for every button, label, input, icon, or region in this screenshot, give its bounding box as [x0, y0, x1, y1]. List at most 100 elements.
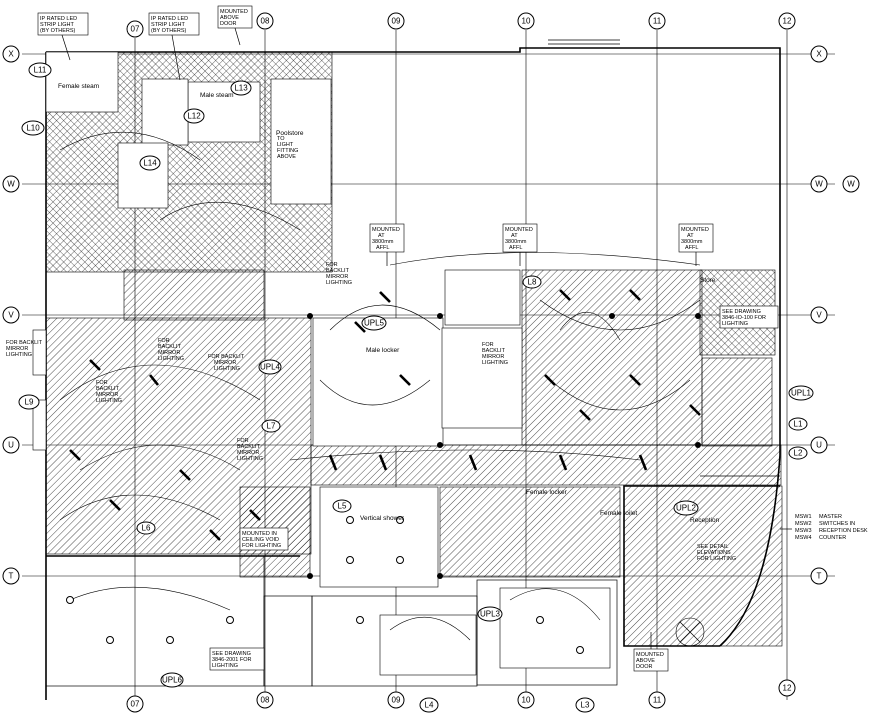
- tag-upl1: UPL1: [788, 385, 814, 401]
- grid-bubble-row-t-right: T: [810, 567, 828, 585]
- svg-text:FOR BACKLIT: FOR BACKLIT: [208, 354, 245, 360]
- tag-upl6: UPL6: [160, 672, 184, 688]
- svg-text:08: 08: [261, 17, 270, 26]
- svg-text:L10: L10: [26, 124, 40, 133]
- svg-text:(BY OTHERS): (BY OTHERS): [40, 28, 76, 34]
- tag-l13: L13: [230, 80, 252, 96]
- svg-text:ABOVE: ABOVE: [277, 154, 296, 160]
- svg-text:SEE DETAIL: SEE DETAIL: [697, 544, 728, 550]
- tag-l14: L14: [139, 155, 161, 171]
- svg-text:MOUNTED: MOUNTED: [636, 652, 664, 658]
- svg-text:10: 10: [522, 17, 531, 26]
- room-label-toilet: Female toilet: [600, 510, 637, 517]
- grid-bubble-col-10-bottom: 10: [517, 691, 535, 709]
- svg-text:BACKLIT: BACKLIT: [158, 344, 182, 350]
- svg-text:11: 11: [653, 696, 662, 705]
- grid-bubble-row-w-far-right: W: [842, 175, 860, 193]
- grid-bubble-col-07-top: 07: [126, 20, 144, 38]
- grid-bubble-col-10-top: 10: [517, 12, 535, 30]
- svg-text:MSW3: MSW3: [795, 528, 812, 534]
- svg-text:COUNTER: COUNTER: [819, 535, 846, 541]
- svg-text:AT: AT: [378, 233, 385, 239]
- svg-text:SEE DRAWING: SEE DRAWING: [212, 651, 251, 657]
- linear-light-fittings: [69, 289, 701, 541]
- grid-bubble-col-09-top: 09: [387, 12, 405, 30]
- svg-text:UPL4: UPL4: [260, 363, 281, 372]
- tag-l7: L7: [261, 419, 281, 433]
- entrance-door: [675, 617, 705, 647]
- svg-text:L14: L14: [143, 159, 157, 168]
- svg-text:MIRROR: MIRROR: [237, 450, 259, 456]
- grid-bubble-row-x-left: X: [2, 45, 20, 63]
- svg-text:ABOVE: ABOVE: [220, 15, 239, 21]
- svg-text:08: 08: [261, 696, 270, 705]
- note-backlit-mirror-1: FOR BACKLIT MIRROR LIGHTING: [6, 340, 43, 358]
- svg-text:DOOR: DOOR: [636, 664, 653, 670]
- svg-text:LIGHTING: LIGHTING: [482, 360, 508, 366]
- svg-text:BACKLIT: BACKLIT: [237, 444, 261, 450]
- svg-text:AFFL: AFFL: [509, 245, 522, 251]
- svg-text:AT: AT: [511, 233, 518, 239]
- note-backlit-mirror-5: FOR BACKLIT MIRROR LIGHTING: [326, 262, 352, 286]
- svg-text:12: 12: [783, 684, 792, 693]
- svg-text:LIGHTING: LIGHTING: [96, 398, 122, 404]
- svg-text:3846-2001 FOR: 3846-2001 FOR: [212, 657, 251, 663]
- svg-text:FOR BACKLIT: FOR BACKLIT: [6, 340, 43, 346]
- svg-text:BACKLIT: BACKLIT: [96, 386, 120, 392]
- downlights: [66, 313, 701, 654]
- svg-text:07: 07: [131, 25, 140, 34]
- room-label-vertical-shower: Vertical shower: [360, 515, 405, 522]
- svg-text:LIGHTING: LIGHTING: [212, 663, 238, 669]
- svg-text:L5: L5: [338, 502, 347, 511]
- svg-text:MIRROR: MIRROR: [326, 274, 348, 280]
- tag-upl4: UPL4: [258, 359, 282, 375]
- svg-text:MASTER: MASTER: [819, 514, 842, 520]
- svg-text:L9: L9: [25, 398, 34, 407]
- svg-text:W: W: [847, 180, 855, 189]
- grid-bubble-col-07-bottom: 07: [126, 695, 144, 713]
- svg-text:MSW2: MSW2: [795, 521, 812, 527]
- svg-text:X: X: [8, 50, 14, 59]
- grid-bubble-col-11-top: 11: [648, 12, 666, 30]
- svg-text:3800mm: 3800mm: [505, 239, 527, 245]
- svg-text:MOUNTED: MOUNTED: [372, 227, 400, 233]
- svg-text:IP RATED LED: IP RATED LED: [40, 16, 77, 22]
- room-label-poolstore: Poolstore: [276, 130, 304, 137]
- svg-text:MIRROR: MIRROR: [158, 350, 180, 356]
- svg-text:LIGHTING: LIGHTING: [326, 280, 352, 286]
- svg-text:L11: L11: [34, 66, 47, 75]
- svg-text:MIRROR: MIRROR: [482, 354, 504, 360]
- svg-text:3800mm: 3800mm: [681, 239, 703, 245]
- note-mounted-above-door-bottom: MOUNTED ABOVE DOOR: [633, 648, 669, 672]
- svg-text:MOUNTED: MOUNTED: [220, 9, 248, 15]
- svg-text:09: 09: [392, 17, 401, 26]
- tag-l4: L4: [419, 697, 439, 713]
- grid-bubble-row-v-right: V: [810, 306, 828, 324]
- svg-text:L7: L7: [267, 422, 276, 431]
- svg-text:X: X: [816, 50, 822, 59]
- svg-text:FOR LIGHTING: FOR LIGHTING: [242, 543, 281, 549]
- svg-text:FOR: FOR: [326, 262, 338, 268]
- note-mounted-3800-a: MOUNTED AT 3800mm AFFL: [369, 223, 405, 253]
- note-see-drawing-right: SEE DRAWING 3846-IO-100 FOR LIGHTING: [719, 305, 779, 329]
- grid-bubble-col-09-bottom: 09: [387, 691, 405, 709]
- svg-text:L1: L1: [794, 420, 803, 429]
- svg-text:BACKLIT: BACKLIT: [326, 268, 350, 274]
- svg-text:11: 11: [653, 17, 662, 26]
- svg-text:AFFL: AFFL: [376, 245, 389, 251]
- note-ip-led-strip-1: IP RATED LED STRIP LIGHT (BY OTHERS): [37, 12, 89, 36]
- leader-lines: [61, 27, 792, 649]
- tag-l5: L5: [332, 499, 352, 513]
- svg-text:L6: L6: [142, 524, 151, 533]
- svg-text:MIRROR: MIRROR: [6, 346, 28, 352]
- svg-text:ELEVATIONS: ELEVATIONS: [697, 550, 731, 556]
- svg-text:UPL5: UPL5: [364, 319, 385, 328]
- svg-text:L4: L4: [425, 701, 434, 710]
- grid-bubble-col-12-bottom: 12: [778, 679, 796, 697]
- svg-text:L12: L12: [187, 112, 201, 121]
- note-backlit-mirror-3: FOR BACKLIT MIRROR LIGHTING: [158, 338, 184, 362]
- svg-text:FOR: FOR: [158, 338, 170, 344]
- svg-text:IP RATED LED: IP RATED LED: [151, 16, 188, 22]
- svg-text:LIGHTING: LIGHTING: [237, 456, 263, 462]
